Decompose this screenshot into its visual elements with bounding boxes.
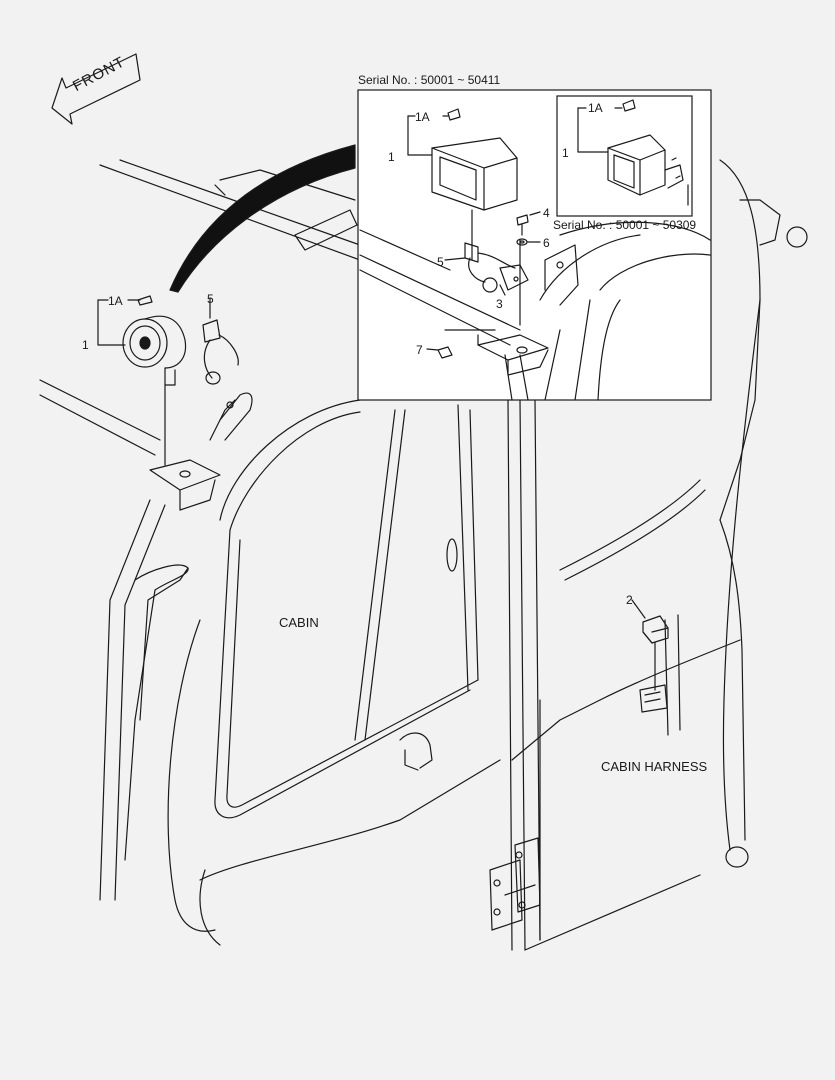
cabin-harness-label: CABIN HARNESS: [601, 759, 708, 774]
callout-sub-1a: 1A: [588, 101, 603, 115]
callout-main-1a: 1A: [108, 294, 123, 308]
inset-box-50309: [556, 95, 693, 217]
callout-inset-3: 3: [496, 297, 503, 311]
callout-inset-4: 4: [543, 206, 550, 220]
callout-inset-7: 7: [416, 343, 423, 357]
serial-range-main: Serial No. : 50001 ~ 50411: [358, 73, 501, 87]
callout-main-1: 1: [82, 338, 89, 352]
front-arrow: [51, 53, 141, 125]
callout-relay-2: 2: [626, 593, 633, 607]
callout-sub-1: 1: [562, 146, 569, 160]
callout-inset-1a: 1A: [415, 110, 430, 124]
callout-inset-1: 1: [388, 150, 395, 164]
serial-range-sub: Serial No. : 50001 ~ 50309: [553, 218, 697, 232]
callout-inset-5: 5: [437, 255, 444, 269]
cabin-label: CABIN: [279, 615, 319, 630]
callout-inset-6: 6: [543, 236, 550, 250]
callout-main-5: 5: [207, 292, 214, 306]
